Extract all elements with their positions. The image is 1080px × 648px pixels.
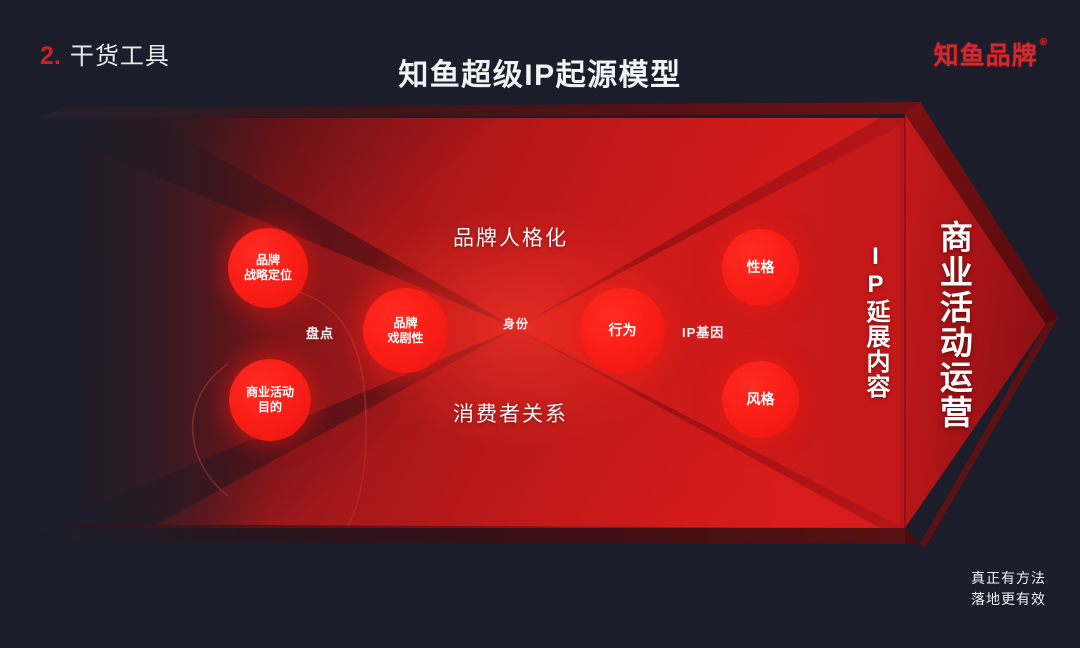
bubble-brand-strategy-position[interactable]: 品牌 战略定位: [228, 228, 308, 308]
bubble-label: 行为: [608, 321, 637, 338]
connector-arc-bottom: [267, 425, 367, 528]
section-number: 2.: [40, 42, 61, 70]
registered-trademark-icon: ®: [1039, 37, 1048, 48]
brand-logo-text: 知鱼品牌: [933, 42, 1038, 70]
label-brand-personification: 品牌人格化: [453, 227, 568, 250]
section-title: 干货工具: [69, 43, 170, 70]
bubble-style[interactable]: 风格: [722, 361, 799, 438]
cone-right: [516, 126, 900, 526]
bubble-label: 性格: [746, 258, 775, 275]
arrow-head-notch: [905, 528, 920, 544]
arrow-diagram: [0, 96, 1080, 566]
bubble-behavior[interactable]: 行为: [580, 288, 665, 373]
left-fade: [40, 118, 270, 528]
bubble-label: 商业活动 目的: [245, 385, 294, 414]
label-inventory: 盘点: [306, 326, 335, 341]
brand-logo: 知鱼品牌 ®: [934, 36, 1048, 72]
slab-bottom-bevel: [40, 528, 920, 544]
bubble-label: 品牌 战略定位: [243, 253, 292, 282]
center-glow: [336, 208, 696, 448]
bubble-personality[interactable]: 性格: [722, 229, 799, 306]
tagline-line-2: 落地更有效: [971, 591, 1046, 607]
section-label: 2. 干货工具: [40, 36, 170, 71]
label-ip-extension: IP延展内容: [861, 243, 889, 399]
page-title: 知鱼超级IP起源模型: [398, 59, 682, 92]
label-business-operation: 商业活动运营: [935, 220, 973, 430]
bubble-brand-drama[interactable]: 品牌 戏剧性: [363, 288, 448, 373]
tagline: 真正有方法 落地更有效: [971, 568, 1046, 610]
arrow-head-bottom-bevel: [920, 318, 1058, 548]
label-ip-gene: IP基因: [682, 325, 725, 340]
bubble-label: 品牌 戏剧性: [387, 315, 424, 345]
connector-arc-left: [191, 363, 229, 497]
label-identity: 身份: [503, 317, 530, 331]
arrow-head-top-bevel: [905, 102, 1058, 324]
label-consumer-relationship: 消费者关系: [453, 403, 568, 426]
slab-top-bevel: [40, 102, 920, 118]
bubble-label: 风格: [746, 390, 775, 407]
arrow-head-face: [905, 114, 1046, 528]
bubble-business-activity-purpose[interactable]: 商业活动 目的: [229, 359, 311, 441]
tagline-line-1: 真正有方法: [971, 570, 1046, 586]
